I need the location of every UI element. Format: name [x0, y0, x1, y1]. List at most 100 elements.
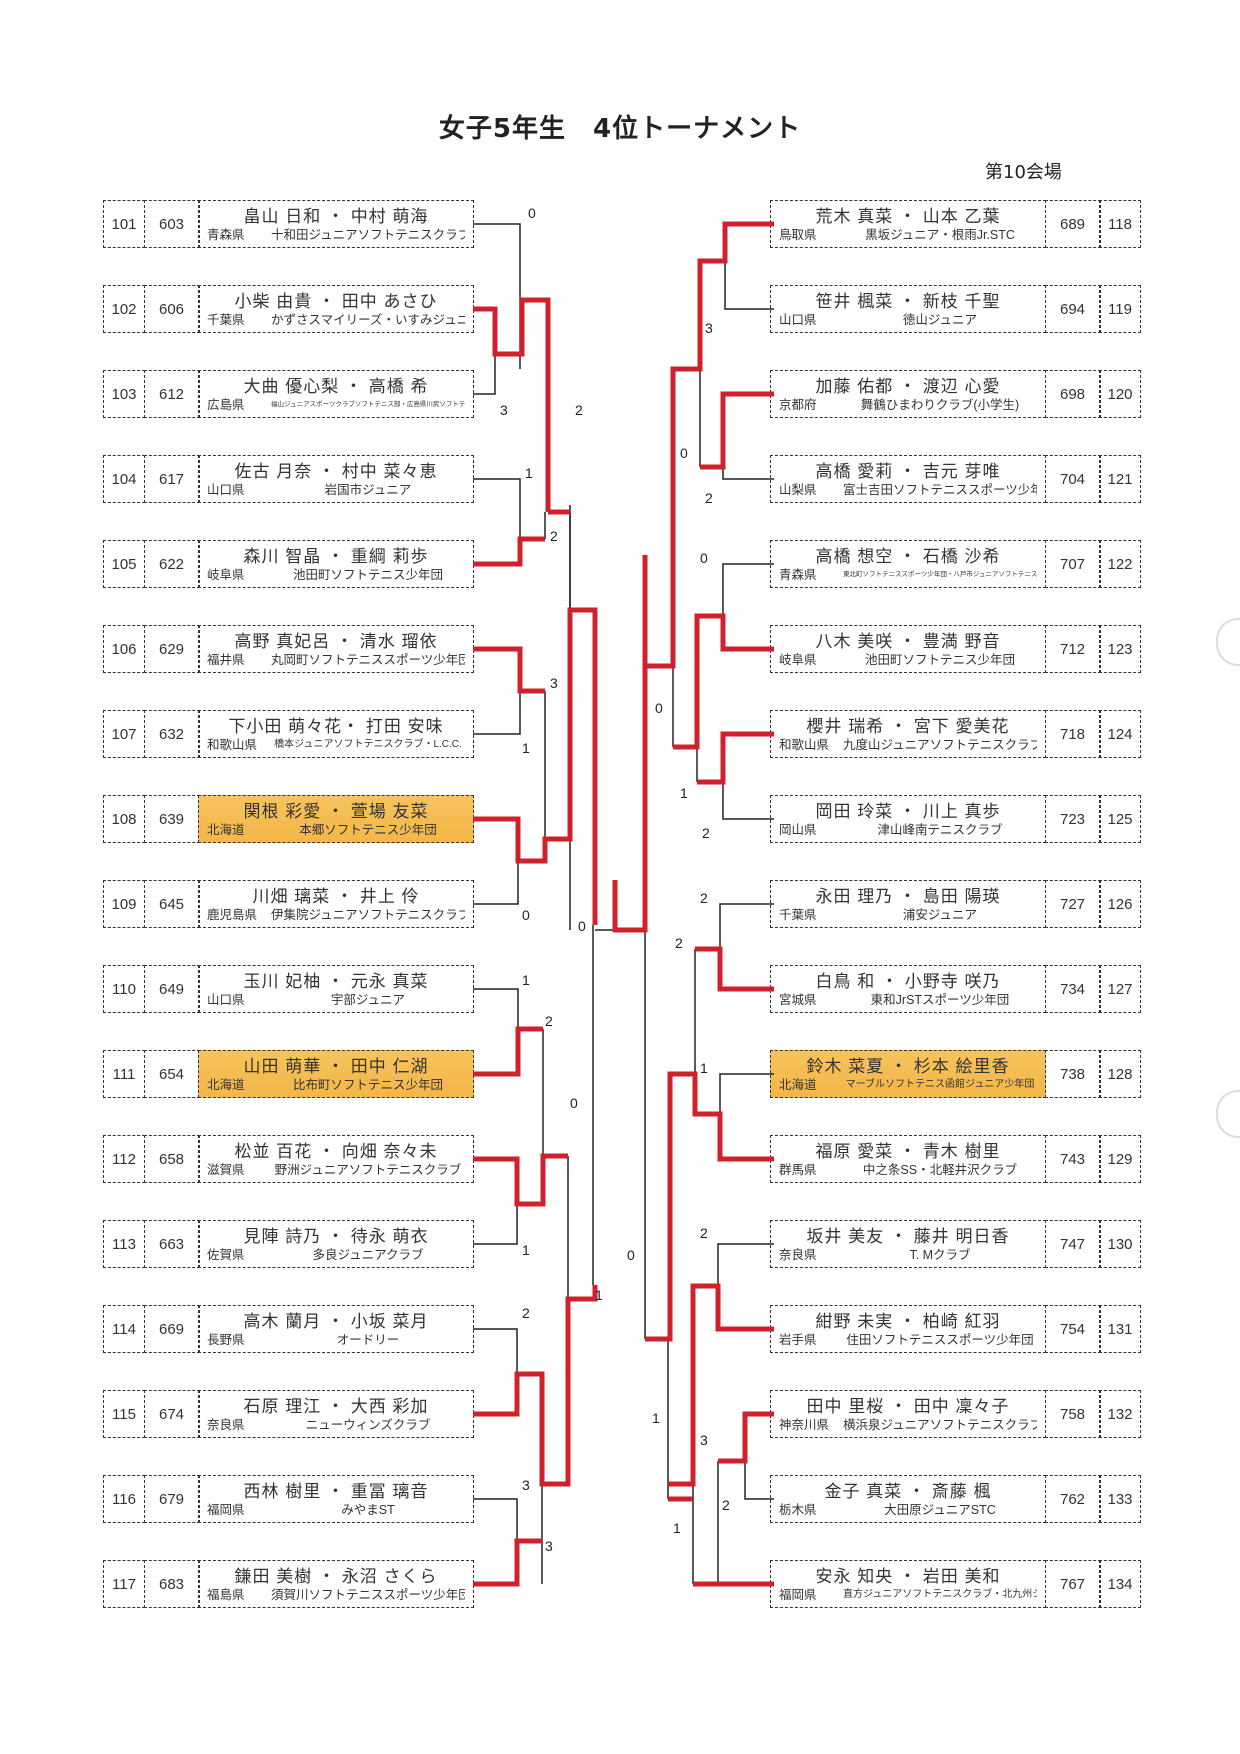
affiliation: 福井県丸岡町ソフトテニススポーツ少年団	[207, 652, 465, 668]
registration-number: 669	[143, 1305, 200, 1353]
club-name: 丸岡町ソフトテニススポーツ少年団	[271, 652, 465, 667]
entry-info: 加藤 佑都 ・ 渡辺 心愛京都府舞鶴ひまわりクラブ(小学生)	[770, 370, 1046, 418]
registration-number: 649	[143, 965, 200, 1013]
player-names: 松並 百花 ・ 向畑 奈々未	[234, 1141, 438, 1161]
club-name: 九度山ジュニアソフトテニスクラブ	[843, 737, 1037, 752]
prefecture: 千葉県	[207, 312, 245, 327]
bracket-line	[473, 1538, 542, 1587]
match-score: 2	[675, 935, 683, 951]
entry-info: 高木 蘭月 ・ 小坂 菜月長野県オードリー	[198, 1305, 474, 1353]
club-name: 福山ジュニアスポーツクラブソフトテニス部・広島県川尻ソフトテニススポーツ少年団	[271, 400, 465, 408]
entry-info: 小柴 由貴 ・ 田中 あさひ千葉県かずさスマイリーズ・いすみジュニア	[198, 285, 474, 333]
match-score: 3	[545, 1538, 553, 1554]
player-names: 見陣 詩乃 ・ 待永 萌衣	[243, 1226, 429, 1246]
match-score: 0	[528, 205, 536, 221]
affiliation: 千葉県浦安ジュニア	[779, 907, 1037, 923]
player-names: 白鳥 和 ・ 小野寺 咲乃	[815, 971, 1001, 991]
entry-info: 櫻井 瑞希 ・ 宮下 愛美花和歌山県九度山ジュニアソフトテニスクラブ	[770, 710, 1046, 758]
entry-info: 松並 百花 ・ 向畑 奈々未滋賀県野洲ジュニアソフトテニスクラブ	[198, 1135, 474, 1183]
bracket-line	[473, 297, 551, 512]
club-name: 宇部ジュニア	[330, 992, 406, 1007]
bracket-line	[722, 782, 774, 820]
affiliation: 北海道マーブルソフトテニス函館ジュニア少年団	[779, 1077, 1037, 1093]
prefecture: 京都府	[779, 397, 817, 412]
entry-number: 131	[1099, 1305, 1141, 1353]
entry-row: 高橋 想空 ・ 石橋 沙希青森県東北町ソフトテニススポーツ少年団・八戸市ジュニア…	[770, 540, 1141, 588]
match-score: 3	[705, 320, 713, 336]
player-names: 大曲 優心梨 ・ 高橋 希	[243, 376, 429, 396]
affiliation: 栃木県大田原ジュニアSTC	[779, 1502, 1037, 1518]
entry-info: 荒木 真菜 ・ 山本 乙葉鳥取県黒坂ジュニア・根雨Jr.STC	[770, 200, 1046, 248]
club-name: 十和田ジュニアソフトテニスクラブ	[271, 227, 465, 242]
player-names: 櫻井 瑞希 ・ 宮下 愛美花	[806, 716, 1010, 736]
bracket-line	[722, 467, 774, 480]
registration-number: 704	[1044, 455, 1101, 503]
match-score: 1	[522, 740, 530, 756]
entry-info: 下小田 萌々花・ 打田 安味和歌山県橋本ジュニアソフトテニスクラブ・L.C.C.	[198, 710, 474, 758]
bracket-line	[473, 354, 496, 395]
entry-number: 108	[103, 795, 145, 843]
bracket-line	[473, 691, 521, 735]
entry-info: 石原 理江 ・ 大西 彩加奈良県ニューウィンズクラブ	[198, 1390, 474, 1438]
club-name: みやまST	[341, 1502, 395, 1517]
player-names: 高橋 想空 ・ 石橋 沙希	[815, 546, 1001, 566]
player-names: 鈴木 菜夏 ・ 杉本 絵里香	[806, 1056, 1010, 1076]
affiliation: 岐阜県池田町ソフトテニス少年団	[207, 567, 465, 583]
prefecture: 佐賀県	[207, 1247, 245, 1262]
affiliation: 宮城県東和JrSTスポーツ少年団	[779, 992, 1037, 1008]
entry-row: 安永 知央 ・ 岩田 美和福岡県直方ジュニアソフトテニスクラブ・北九州ジュニア7…	[770, 1560, 1141, 1608]
registration-number: 767	[1044, 1560, 1101, 1608]
affiliation: 京都府舞鶴ひまわりクラブ(小学生)	[779, 397, 1037, 413]
match-score: 2	[575, 402, 583, 418]
club-name: オードリー	[336, 1332, 400, 1347]
entry-info: 鈴木 菜夏 ・ 杉本 絵里香北海道マーブルソフトテニス函館ジュニア少年団	[770, 1050, 1046, 1098]
bracket-line	[718, 1411, 774, 1464]
player-names: 金子 真菜 ・ 斎藤 楓	[824, 1481, 992, 1501]
affiliation: 山梨県富士吉田ソフトテニススポーツ少年団	[779, 482, 1037, 498]
entry-number: 125	[1099, 795, 1141, 843]
bracket-line	[668, 1283, 774, 1487]
match-score: 2	[522, 1305, 530, 1321]
prefecture: 福岡県	[779, 1587, 817, 1602]
prefecture: 山口県	[779, 312, 817, 327]
affiliation: 山口県徳山ジュニア	[779, 312, 1037, 328]
club-name: 中之条SS・北軽井沢クラブ	[862, 1162, 1018, 1177]
entry-number: 120	[1099, 370, 1141, 418]
affiliation: 青森県十和田ジュニアソフトテニスクラブ	[207, 227, 465, 243]
match-score: 1	[652, 1410, 660, 1426]
registration-number: 758	[1044, 1390, 1101, 1438]
registration-number: 743	[1044, 1135, 1101, 1183]
club-name: 津山峰南テニスクラブ	[877, 822, 1003, 837]
entry-info: 白鳥 和 ・ 小野寺 咲乃宮城県東和JrSTスポーツ少年団	[770, 965, 1046, 1013]
club-name: かずさスマイリーズ・いすみジュニア	[271, 312, 465, 327]
club-name: 本郷ソフトテニス少年団	[299, 822, 437, 837]
registration-number: 632	[143, 710, 200, 758]
prefecture: 宮城県	[779, 992, 817, 1007]
match-score: 2	[550, 528, 558, 544]
prefecture: 北海道	[207, 822, 245, 837]
affiliation: 北海道比布町ソフトテニス少年団	[207, 1077, 465, 1093]
registration-number: 694	[1044, 285, 1101, 333]
registration-number: 734	[1044, 965, 1101, 1013]
entry-info: 大曲 優心梨 ・ 高橋 希広島県福山ジュニアスポーツクラブソフトテニス部・広島県…	[198, 370, 474, 418]
bracket-line	[473, 1204, 518, 1245]
player-names: 佐古 月奈 ・ 村中 菜々恵	[234, 461, 438, 481]
entry-info: 笹井 楓菜 ・ 新枝 千聖山口県徳山ジュニア	[770, 285, 1046, 333]
prefecture: 岐阜県	[779, 652, 817, 667]
player-names: 高橋 愛莉 ・ 吉元 芽唯	[815, 461, 1001, 481]
affiliation: 千葉県 かずさスマイリーズ・いすみジュニア	[207, 312, 465, 328]
registration-number: 683	[143, 1560, 200, 1608]
prefecture: 奈良県	[207, 1417, 245, 1432]
